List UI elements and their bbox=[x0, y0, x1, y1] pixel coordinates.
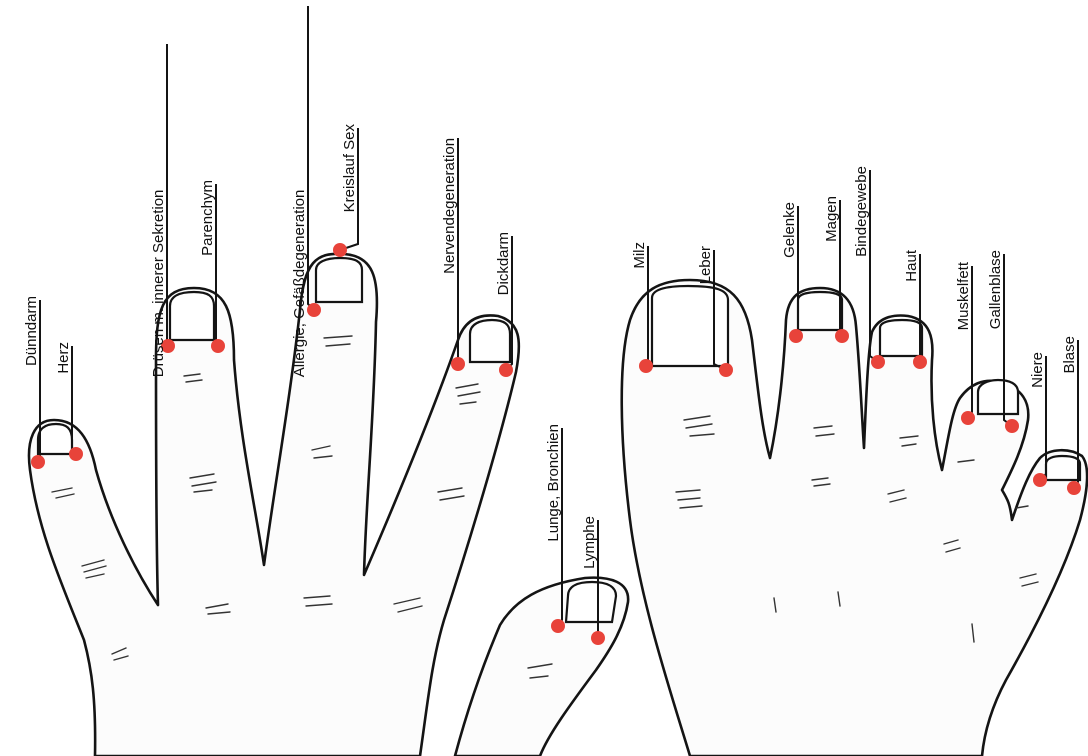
foot-illustration bbox=[622, 280, 1087, 756]
label-niere: Niere bbox=[1029, 352, 1046, 388]
label-nervendegeneration: Nervendegeneration bbox=[441, 138, 458, 274]
label-lunge: Lunge, Bronchien bbox=[545, 424, 562, 542]
point-gallenblase bbox=[1005, 419, 1019, 433]
label-gallenblase: Gallenblase bbox=[987, 250, 1004, 329]
point-leber bbox=[719, 363, 733, 377]
label-duenndarm: Dünndarm bbox=[23, 296, 40, 366]
nail-middle-finger bbox=[316, 258, 362, 302]
label-herz: Herz bbox=[55, 342, 72, 374]
point-allergie bbox=[307, 303, 321, 317]
nail-fourth-toe bbox=[978, 380, 1018, 414]
nail-index-finger bbox=[470, 320, 510, 362]
point-nervendegeneration bbox=[451, 357, 465, 371]
point-milz bbox=[639, 359, 653, 373]
point-bindegewebe bbox=[871, 355, 885, 369]
label-bindegewebe: Bindegewebe bbox=[853, 166, 870, 257]
point-herz bbox=[69, 447, 83, 461]
point-niere bbox=[1033, 473, 1047, 487]
nail-second-toe bbox=[798, 292, 842, 330]
point-gelenke bbox=[789, 329, 803, 343]
point-haut bbox=[913, 355, 927, 369]
label-milz: Milz bbox=[631, 242, 648, 269]
point-parenchym bbox=[211, 339, 225, 353]
label-lymphe: Lymphe bbox=[581, 516, 598, 569]
point-lymphe bbox=[591, 631, 605, 645]
label-magen: Magen bbox=[823, 196, 840, 242]
nail-little-finger bbox=[38, 424, 72, 454]
point-blase bbox=[1067, 481, 1081, 495]
nail-little-toe bbox=[1046, 456, 1080, 480]
label-gelenke: Gelenke bbox=[781, 202, 798, 258]
label-kreislauf: Kreislauf Sex bbox=[341, 124, 358, 213]
nail-third-toe bbox=[880, 320, 922, 356]
nail-ring-finger bbox=[170, 292, 214, 340]
hand-illustration bbox=[29, 254, 628, 756]
point-muskelfett bbox=[961, 411, 975, 425]
label-leber: Leber bbox=[697, 246, 714, 284]
nail-big-toe bbox=[652, 286, 728, 366]
hand-outline bbox=[29, 254, 519, 756]
label-blase: Blase bbox=[1061, 336, 1078, 374]
point-kreislauf bbox=[333, 243, 347, 257]
nail-thumb bbox=[566, 582, 616, 622]
label-druesen: Drüsen m. innerer Sekretion bbox=[150, 190, 167, 378]
label-muskelfett: Muskelfett bbox=[955, 261, 972, 330]
label-haut: Haut bbox=[903, 249, 920, 282]
leader-druesen bbox=[167, 44, 168, 346]
label-parenchym: Parenchym bbox=[199, 180, 216, 256]
point-duenndarm bbox=[31, 455, 45, 469]
point-dickdarm bbox=[499, 363, 513, 377]
point-lunge bbox=[551, 619, 565, 633]
point-magen bbox=[835, 329, 849, 343]
label-allergie: Allergie, Gefäßdegeneration bbox=[291, 190, 308, 378]
label-dickdarm: Dickdarm bbox=[495, 232, 512, 295]
